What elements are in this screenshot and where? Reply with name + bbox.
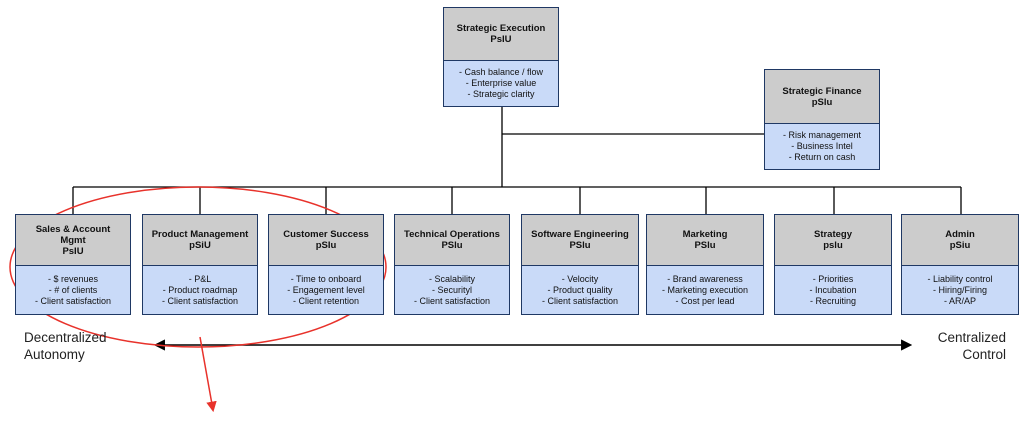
axis-left-line1: Decentralized [24, 330, 107, 345]
node-title: Product Management [151, 229, 249, 240]
axis-left-line2: Autonomy [24, 347, 85, 362]
node-header: Admin pSiu [902, 215, 1018, 266]
node-title: Strategic Finance [782, 85, 862, 97]
metric-item: - P&L [188, 273, 212, 284]
metric-item: - Recruiting [809, 295, 856, 306]
metric-item: - Marketing execution [661, 284, 749, 295]
node-subtitle: PsIU [490, 34, 512, 45]
node-title-line2: Mgmt [60, 234, 86, 246]
node-metrics: - Priorities - Incubation - Recruiting [775, 266, 891, 314]
metric-item: - Priorities [812, 273, 854, 284]
node-title: Customer Success [283, 229, 369, 240]
node-subtitle: pslu [823, 240, 843, 251]
metric-item: - Business Intel [791, 141, 853, 151]
metric-item: - Client satisfaction [541, 295, 619, 306]
node-title: Sales & Account [35, 223, 111, 235]
metric-item: - Cost per lead [675, 295, 735, 306]
node-subtitle: pSlu [811, 96, 833, 108]
node-title: Software Engineering [531, 229, 629, 240]
metric-item: - Return on cash [788, 152, 856, 162]
metric-item: - Client retention [292, 295, 360, 306]
metric-item: - Hiring/Firing [932, 284, 987, 295]
node-metrics: - Risk management - Business Intel - Ret… [765, 124, 879, 169]
node-subtitle: pSIu [315, 240, 337, 251]
node-header: Strategic Finance pSlu [765, 70, 879, 124]
metric-item: - Client satisfaction [34, 295, 112, 306]
node-customer-success: Customer Success pSIu - Time to onboard … [268, 214, 384, 315]
highlight-ellipse [9, 186, 387, 348]
node-subtitle: PsIU [62, 245, 84, 257]
metric-item: - Scalability [428, 273, 475, 284]
node-sales-account-mgmt: Sales & Account Mgmt PsIU - $ revenues -… [15, 214, 131, 315]
metric-item: - Cash balance / flow [458, 67, 544, 77]
metric-item: - Product roadmap [162, 284, 238, 295]
node-header: Technical Operations PSlu [395, 215, 509, 266]
node-strategic-finance: Strategic Finance pSlu - Risk management… [764, 69, 880, 170]
node-subtitle: PSlu [694, 240, 716, 251]
metric-item: - Engagement level [287, 284, 365, 295]
node-metrics: - Liability control - Hiring/Firing - AR… [902, 266, 1018, 314]
node-strategy: Strategy pslu - Priorities - Incubation … [774, 214, 892, 315]
axis-right-line2: Control [962, 347, 1006, 362]
node-header: Marketing PSlu [647, 215, 763, 266]
node-subtitle: PSlu [569, 240, 591, 251]
node-header: Software Engineering PSlu [522, 215, 638, 266]
metric-item: - # of clients [48, 284, 98, 295]
metric-item: - $ revenues [47, 273, 99, 284]
metric-item: - Incubation [809, 284, 857, 295]
metric-item: - Client satisfaction [161, 295, 239, 306]
node-subtitle: pSiu [949, 240, 971, 251]
metric-item: - Brand awareness [667, 273, 743, 284]
metric-item: - Strategic clarity [467, 89, 535, 99]
node-marketing: Marketing PSlu - Brand awareness - Marke… [646, 214, 764, 315]
node-metrics: - Brand awareness - Marketing execution … [647, 266, 763, 314]
node-title: Technical Operations [404, 229, 500, 240]
node-metrics: - Time to onboard - Engagement level - C… [269, 266, 383, 314]
node-header: Customer Success pSIu [269, 215, 383, 266]
node-subtitle: PSlu [441, 240, 463, 251]
node-metrics: - Scalability - Securityl - Client satis… [395, 266, 509, 314]
metric-item: - Enterprise value [465, 78, 537, 88]
axis-label-centralized: Centralized Control [926, 329, 1006, 363]
node-title: Admin [945, 229, 975, 240]
metric-item: - Time to onboard [290, 273, 362, 284]
node-header: Product Management pSiU [143, 215, 257, 266]
node-header: Strategic Execution PsIU [444, 8, 558, 61]
node-strategic-execution: Strategic Execution PsIU - Cash balance … [443, 7, 559, 107]
node-product-management: Product Management pSiU - P&L - Product … [142, 214, 258, 315]
highlight-arrow [199, 336, 217, 413]
node-header: Sales & Account Mgmt PsIU [16, 215, 130, 266]
metric-item: - Risk management [782, 130, 862, 140]
node-technical-operations: Technical Operations PSlu - Scalability … [394, 214, 510, 315]
metric-item: - Product quality [547, 284, 613, 295]
node-title: Strategic Execution [456, 23, 546, 34]
node-software-engineering: Software Engineering PSlu - Velocity - P… [521, 214, 639, 315]
node-title: Strategy [813, 229, 852, 240]
node-metrics: - P&L - Product roadmap - Client satisfa… [143, 266, 257, 314]
metric-item: - AR/AP [943, 295, 976, 306]
node-title: Marketing [682, 229, 728, 240]
metric-item: - Velocity [561, 273, 599, 284]
node-header: Strategy pslu [775, 215, 891, 266]
node-metrics: - Cash balance / flow - Enterprise value… [444, 61, 558, 106]
metric-item: - Securityl [431, 284, 472, 295]
axis-label-decentralized: Decentralized Autonomy [24, 329, 107, 363]
node-metrics: - $ revenues - # of clients - Client sat… [16, 266, 130, 314]
metric-item: - Client satisfaction [413, 295, 491, 306]
node-admin: Admin pSiu - Liability control - Hiring/… [901, 214, 1019, 315]
node-subtitle: pSiU [189, 240, 211, 251]
axis-right-line1: Centralized [937, 330, 1006, 345]
node-metrics: - Velocity - Product quality - Client sa… [522, 266, 638, 314]
metric-item: - Liability control [927, 273, 993, 284]
